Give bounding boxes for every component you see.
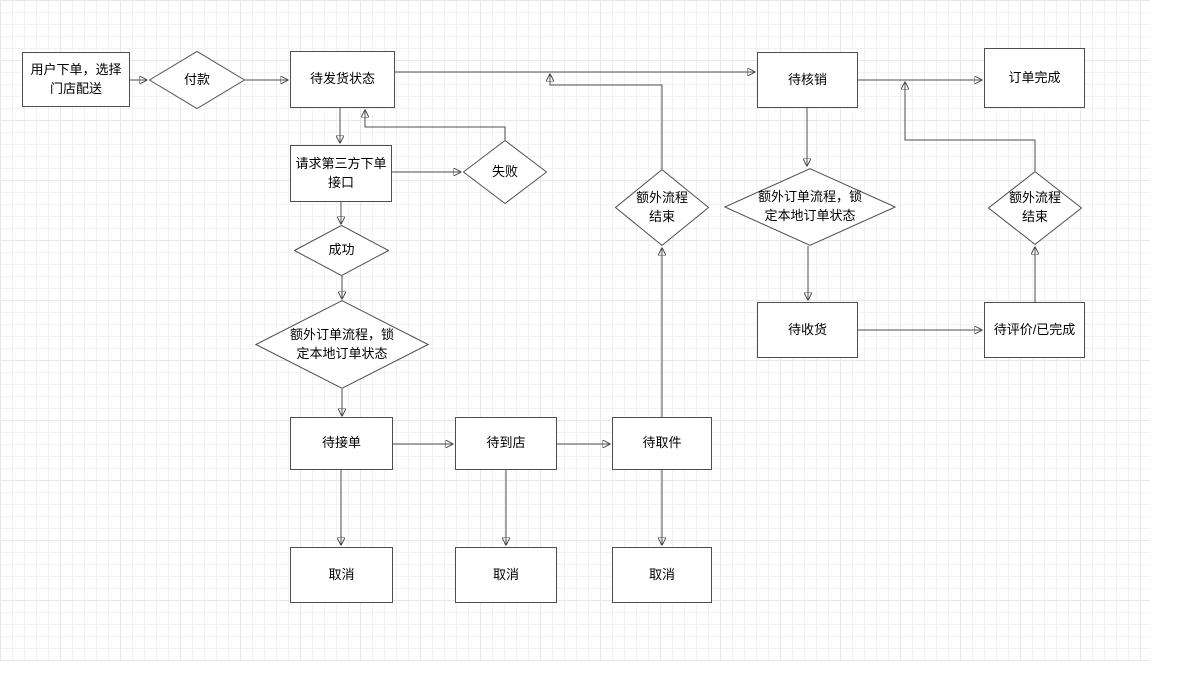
diamond-shape: [724, 168, 896, 246]
node-extra-end-right-label: 额外流程 结束: [1008, 190, 1061, 224]
edge-extra-end-right-join: [905, 82, 1036, 171]
node-extra-lock-right: 额外订单流程，锁 定本地订单状态: [724, 168, 896, 246]
node-cancel-2: 取消: [455, 547, 557, 603]
node-fail-label: 失败: [491, 163, 518, 179]
node-wait-receive: 待收货: [757, 302, 858, 358]
node-order-complete: 订单完成: [984, 48, 1085, 108]
diamond-shape: [294, 225, 389, 276]
node-extra-lock-left: 额外订单流程，锁 定本地订单状态: [255, 300, 429, 389]
diamond-shape: [615, 169, 709, 246]
diamond-shape: [149, 51, 245, 109]
node-wait-arrive-label: 待到店: [486, 435, 526, 451]
node-wait-review-label: 待评价/已完成: [993, 321, 1076, 337]
node-cancel-1-label: 取消: [328, 566, 355, 582]
node-wait-pickup: 待取件: [612, 417, 712, 470]
edge-fail-pending-ship: [365, 110, 506, 140]
node-wait-review: 待评价/已完成: [984, 302, 1085, 358]
node-extra-end-right: 额外流程 结束: [988, 171, 1082, 245]
node-cancel-2-label: 取消: [492, 566, 519, 582]
node-wait-verify-label: 待核销: [787, 71, 827, 87]
node-wait-receive-label: 待收货: [787, 321, 827, 337]
node-payment-label: 付款: [183, 71, 210, 87]
node-extra-end-left-label: 额外流程 结束: [635, 189, 688, 224]
node-wait-accept-label: 待接单: [321, 435, 361, 451]
node-user-order-label: 用户下单，选择 门店配送: [30, 61, 122, 96]
node-success: 成功: [294, 225, 389, 276]
node-payment: 付款: [149, 51, 245, 109]
node-cancel-3: 取消: [612, 547, 712, 603]
node-wait-pickup-label: 待取件: [642, 435, 682, 451]
node-extra-end-left: 额外流程 结束: [615, 169, 709, 246]
node-fail: 失败: [463, 140, 547, 204]
node-extra-lock-right-label: 额外订单流程，锁 定本地订单状态: [757, 189, 862, 223]
node-request-api: 请求第三方下单 接口: [290, 145, 392, 202]
node-pending-ship-label: 待发货状态: [309, 71, 375, 87]
node-wait-verify: 待核销: [757, 52, 858, 108]
node-request-api-label: 请求第三方下单 接口: [295, 155, 387, 190]
node-wait-arrive: 待到店: [455, 417, 557, 470]
node-cancel-3-label: 取消: [648, 566, 675, 582]
diamond-shape: [988, 171, 1082, 245]
node-cancel-1: 取消: [290, 547, 393, 603]
node-success-label: 成功: [328, 242, 355, 258]
edge-extra-end-left-join: [550, 74, 663, 169]
node-wait-accept: 待接单: [290, 417, 393, 470]
node-extra-lock-left-label: 额外订单流程，锁 定本地订单状态: [289, 326, 394, 361]
node-order-complete-label: 订单完成: [1008, 69, 1061, 85]
diamond-shape: [255, 300, 429, 389]
node-pending-ship: 待发货状态: [290, 51, 395, 108]
node-user-order: 用户下单，选择 门店配送: [22, 52, 130, 107]
diamond-shape: [463, 140, 547, 204]
